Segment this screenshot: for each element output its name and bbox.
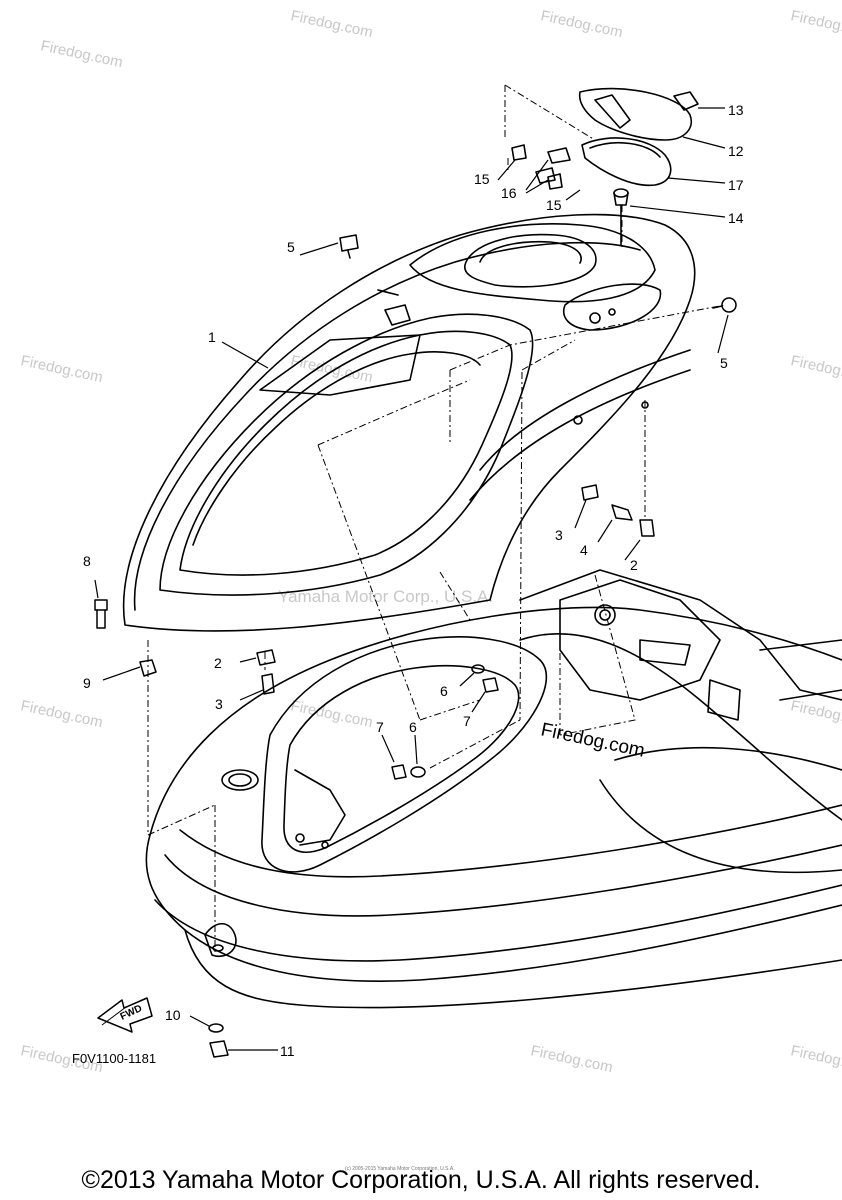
callout-5: 5 <box>720 355 728 371</box>
watermark-group: Firedog.com Firedog.com Firedog.com Fire… <box>19 7 842 1076</box>
watermark-text: Firedog.com <box>539 7 624 41</box>
watermark-text: Firedog.com <box>39 37 124 71</box>
callout-2: 2 <box>214 655 222 671</box>
callout-3: 3 <box>215 696 223 712</box>
callout-11: 11 <box>280 1043 295 1059</box>
copyright-text: ©2013 Yamaha Motor Corporation, U.S.A. A… <box>82 1166 761 1194</box>
leader-lines <box>94 107 729 1051</box>
callout-9: 9 <box>83 675 91 691</box>
watermark-text: Firedog.com <box>19 697 104 731</box>
hatch-parts-drawing <box>511 87 699 246</box>
callout-1: 1 <box>208 329 216 345</box>
watermark-center-text: Yamaha Motor Corp., U.S.A. <box>278 587 493 606</box>
callout-8: 8 <box>83 553 91 569</box>
assembly-lines <box>147 84 726 955</box>
callout-15: 15 <box>474 171 490 187</box>
callout-6: 6 <box>440 683 448 699</box>
callout-7: 7 <box>463 713 471 729</box>
callout-16: 16 <box>501 185 517 201</box>
callout-5: 5 <box>287 239 295 255</box>
fwd-arrow-icon: FWD <box>97 997 153 1033</box>
callout-2: 2 <box>630 557 638 573</box>
callout-15: 15 <box>546 197 562 213</box>
callout-10: 10 <box>165 1007 181 1023</box>
callout-3: 3 <box>555 527 563 543</box>
callout-4: 4 <box>580 542 588 558</box>
callout-13: 13 <box>728 102 744 118</box>
hull-drawing <box>145 569 842 1009</box>
figure-code: F0V1100-1181 <box>72 1051 156 1066</box>
watermark-text: Firedog.com <box>789 697 842 731</box>
callout-7: 7 <box>376 719 384 735</box>
callout-12: 12 <box>728 143 744 159</box>
watermark-text: Firedog.com <box>289 7 374 41</box>
callout-labels: 1 2 2 3 3 4 5 5 6 6 7 7 8 9 10 11 12 13 … <box>83 102 744 1059</box>
callout-14: 14 <box>728 210 744 226</box>
top-cover-drawing <box>122 213 696 632</box>
small-print: (c) 2005-2015 Yamaha Motor Corporation, … <box>345 1166 455 1172</box>
watermark-text: Firedog.com <box>19 352 104 386</box>
watermark-text: Firedog.com <box>789 352 842 386</box>
watermark-text: Firedog.com <box>529 1042 614 1076</box>
callout-6: 6 <box>409 719 417 735</box>
watermark-text: Firedog.com <box>789 7 842 41</box>
callout-17: 17 <box>728 177 744 193</box>
watermark-text: Firedog.com <box>789 1042 842 1076</box>
